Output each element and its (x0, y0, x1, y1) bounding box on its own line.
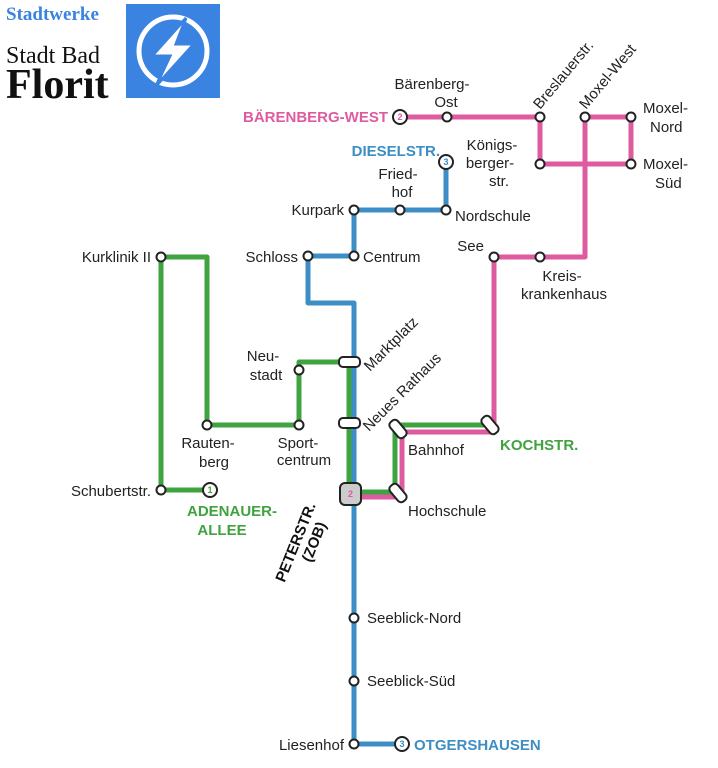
interchange-neues-rathaus[interactable] (338, 417, 361, 429)
stations-line-1 (155, 251, 305, 496)
label-moxel-sued-1: Moxel- (643, 156, 688, 173)
label-schubertstr: Schubertstr. (71, 483, 151, 500)
label-moxel-sued-2: Süd (655, 175, 682, 192)
label-see: See (457, 238, 484, 255)
interchange-kochstr[interactable] (480, 414, 501, 436)
stations-line-3 (302, 204, 452, 750)
line-2-route (350, 114, 634, 500)
station-dot[interactable] (534, 158, 546, 170)
station-dot[interactable] (440, 204, 452, 216)
label-koenigsberger-1: Königs- (467, 137, 518, 154)
hub-line-number: 2 (348, 489, 353, 499)
badge-number: 2 (397, 112, 402, 122)
label-rautenberg-1: Rauten- (181, 435, 234, 452)
label-centrum: Centrum (363, 249, 421, 266)
label-kreiskrankenhaus-2: krankenhaus (521, 286, 607, 303)
terminus-dieselstr: DIESELSTR. (352, 143, 440, 160)
terminus-adenauer-line1: ADENAUER- (187, 503, 277, 520)
station-dot[interactable] (302, 250, 314, 262)
label-friedhof-1: Fried- (378, 166, 417, 183)
station-dot[interactable] (488, 251, 500, 263)
label-koenigsberger-3: str. (489, 173, 509, 190)
line-1-route (158, 254, 488, 495)
station-dot[interactable] (348, 250, 360, 262)
label-friedhof-2: hof (392, 184, 414, 201)
label-kreiskrankenhaus-1: Kreis- (542, 268, 581, 285)
station-dot[interactable] (394, 204, 406, 216)
station-dot[interactable] (348, 675, 360, 687)
city-name-line1: Stadt Bad (6, 43, 100, 69)
label-nordschule: Nordschule (455, 208, 531, 225)
station-dot[interactable] (579, 111, 591, 123)
badge-number: 3 (443, 157, 448, 167)
city-name-line2: Florit (6, 62, 109, 108)
badge-line-2-baerenberg-west[interactable]: 2 (392, 109, 408, 125)
station-dot[interactable] (293, 364, 305, 376)
label-neustadt-1: Neu- (247, 348, 280, 365)
label-sportcentrum-2: centrum (277, 452, 331, 469)
label-seeblick-nord: Seeblick-Nord (367, 610, 461, 627)
label-neustadt-2: stadt (250, 367, 283, 384)
interchanges (338, 356, 501, 504)
badge-number: 1 (207, 485, 212, 495)
station-dot[interactable] (293, 419, 305, 431)
label-baerenberg-ost-2: Ost (434, 94, 458, 111)
station-dot[interactable] (534, 111, 546, 123)
interchange-hochschule[interactable] (388, 482, 409, 504)
interchange-marktplatz[interactable] (338, 356, 361, 368)
hub-peterstr-zob[interactable]: 2 (339, 482, 362, 506)
label-rautenberg-2: berg (199, 454, 229, 471)
station-dot[interactable] (441, 111, 453, 123)
interchange-bahnhof[interactable] (388, 418, 409, 440)
label-moxel-nord-1: Moxel- (643, 100, 688, 117)
label-seeblick-sued: Seeblick-Süd (367, 673, 455, 690)
terminus-labels: BÄRENBERG-WEST DIESELSTR. KOCHSTR. ADENA… (187, 109, 578, 754)
label-koenigsberger-2: berger- (466, 155, 514, 172)
terminus-adenauer-line2: ALLEE (197, 522, 246, 539)
stations-line-2 (441, 111, 637, 263)
badge-line-3-dieselstr[interactable]: 3 (438, 154, 454, 170)
label-liesenhof: Liesenhof (279, 737, 345, 754)
terminus-badges: 2 3 1 3 (202, 109, 454, 752)
station-dot[interactable] (348, 204, 360, 216)
label-kurklinik: Kurklinik II (82, 249, 151, 266)
station-dot[interactable] (155, 251, 167, 263)
branding: Stadtwerke Stadt Bad Florit (6, 4, 220, 108)
label-baerenberg-ost-1: Bärenberg- (394, 76, 469, 93)
terminus-otgershausen: OTGERSHAUSEN (414, 737, 541, 754)
label-moxel-nord-2: Nord (650, 119, 683, 136)
terminus-baerenberg-west: BÄRENBERG-WEST (243, 109, 388, 126)
station-dot[interactable] (155, 484, 167, 496)
station-dot[interactable] (201, 419, 213, 431)
lightning-logo-icon (126, 4, 220, 98)
badge-number: 3 (399, 739, 404, 749)
label-schloss: Schloss (245, 249, 298, 266)
label-bahnhof: Bahnhof (408, 442, 465, 459)
company-name: Stadtwerke (6, 4, 99, 25)
station-dot[interactable] (348, 738, 360, 750)
label-marktplatz: Marktplatz (361, 314, 422, 375)
station-dot[interactable] (625, 111, 637, 123)
station-dot[interactable] (348, 612, 360, 624)
label-hochschule: Hochschule (408, 503, 486, 520)
badge-line-1-adenauer-allee[interactable]: 1 (202, 482, 218, 498)
station-dot[interactable] (534, 251, 546, 263)
station-dot[interactable] (625, 158, 637, 170)
label-kurpark: Kurpark (291, 202, 344, 219)
badge-line-3-otgershausen[interactable]: 3 (394, 736, 410, 752)
terminus-kochstr: KOCHSTR. (500, 437, 578, 454)
label-sportcentrum-1: Sport- (278, 435, 319, 452)
